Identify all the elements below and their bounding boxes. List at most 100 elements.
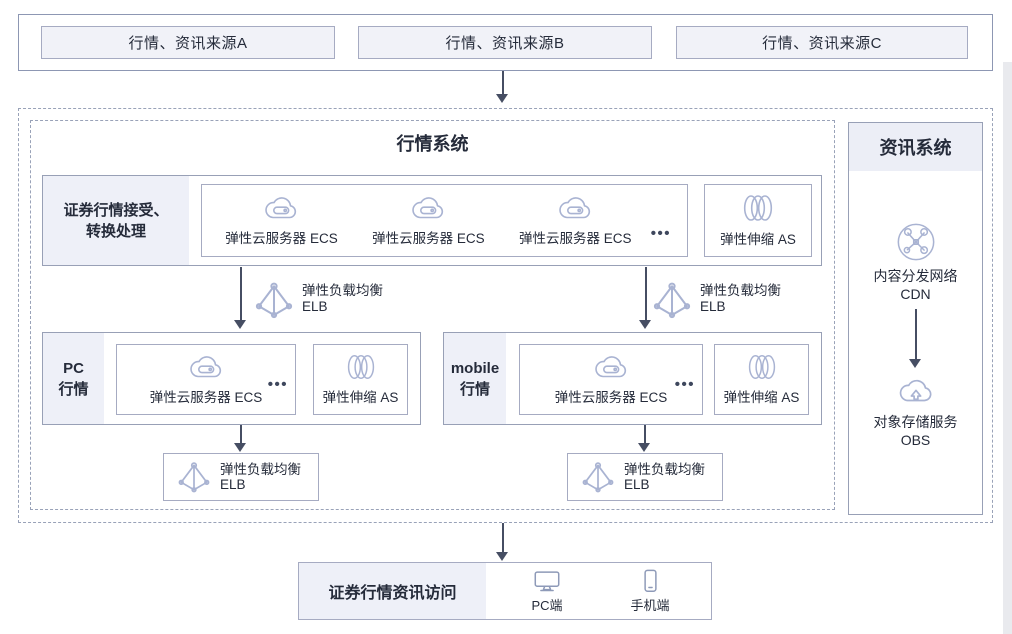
source-label: 行情、资讯来源C	[762, 35, 882, 52]
elb-annotation: 弹性负载均衡 ELB	[700, 283, 781, 314]
ecs-item: 弹性云服务器 ECS	[208, 185, 355, 256]
arrow-down-icon	[240, 425, 242, 444]
pc-section-label: PC 行情	[43, 333, 104, 424]
more-ellipsis: •••	[267, 375, 288, 393]
pc-label-line2: 行情	[58, 380, 89, 398]
wave-loops-icon	[740, 193, 776, 223]
elb-label-line2: ELB	[700, 298, 726, 314]
phone-icon	[642, 568, 659, 594]
obs-label-line2: OBS	[900, 432, 931, 448]
mobile-as-box: 弹性伸缩 AS	[714, 344, 809, 415]
ecs-item: 弹性云服务器 ECS	[502, 185, 649, 256]
wave-loops-icon	[344, 353, 378, 381]
ingest-section: 证券行情接受、 转换处理 弹性云服务器 ECS 弹性云服务器 ECS 弹性云服务…	[42, 175, 822, 266]
market-system-title: 行情系统	[396, 134, 469, 154]
ecs-label: 弹性云服务器 ECS	[519, 231, 632, 246]
elb-label-line2: ELB	[624, 477, 650, 492]
source-label: 行情、资讯来源A	[128, 35, 248, 52]
arrow-down-icon	[496, 552, 508, 561]
pc-section: PC 行情 弹性云服务器 ECS ••• 弹性伸缩 AS	[42, 332, 421, 425]
more-ellipsis: •••	[674, 375, 695, 393]
more-ellipsis: •••	[650, 225, 671, 242]
arrow-down-icon	[496, 94, 508, 103]
source-box-c: 行情、资讯来源C	[676, 26, 968, 59]
elb-label-line2: ELB	[302, 298, 328, 314]
cdn-label-line2: CDN	[900, 286, 931, 302]
pc-as-box: 弹性伸缩 AS	[313, 344, 408, 415]
info-system-header: 资讯系统	[849, 123, 982, 171]
mobile-elb-box: 弹性负载均衡 ELB	[567, 453, 723, 501]
pc-label-line1: PC	[63, 359, 84, 377]
mobile-section-label: mobile 行情	[444, 333, 506, 424]
cloud-server-icon	[409, 194, 447, 222]
obs-label: 对象存储服务 OBS	[849, 413, 982, 449]
ecs-label: 弹性云服务器 ECS	[225, 231, 338, 246]
ecs-label: 弹性云服务器 ECS	[149, 390, 263, 405]
access-pc-client: PC端	[516, 569, 578, 614]
mobile-label-line1: mobile	[450, 359, 500, 377]
info-system-panel: 资讯系统 内容分发网络 CDN 对象存储服务 OBS	[848, 122, 983, 515]
cloud-server-icon	[187, 353, 225, 381]
obs-cloud-upload-icon	[896, 375, 936, 407]
source-label: 行情、资讯来源B	[445, 35, 565, 52]
market-system-frame	[30, 120, 835, 510]
info-system-title: 资讯系统	[879, 138, 952, 158]
cloud-server-icon	[262, 194, 300, 222]
wave-loops-icon	[745, 353, 779, 381]
elb-annotation: 弹性负载均衡 ELB	[220, 462, 301, 493]
mobile-ecs-box: 弹性云服务器 ECS •••	[519, 344, 703, 415]
arrow-down-icon	[915, 309, 917, 360]
cloud-server-icon	[556, 194, 594, 222]
arrow-down-icon	[645, 267, 647, 321]
systems-outer-frame	[18, 108, 993, 523]
arrow-down-icon	[909, 359, 921, 368]
elb-pyramid-icon	[254, 280, 294, 320]
access-mobile-client: 手机端	[619, 568, 681, 614]
pc-client-label: PC端	[531, 598, 563, 613]
elb-label-line1: 弹性负载均衡	[302, 283, 383, 298]
arrow-down-icon	[638, 443, 650, 452]
pc-elb-box: 弹性负载均衡 ELB	[163, 453, 319, 501]
as-label: 弹性伸缩 AS	[322, 390, 399, 405]
elb-pyramid-icon	[652, 280, 692, 320]
arrow-down-icon	[234, 320, 246, 329]
arrow-down-icon	[502, 71, 504, 95]
ingest-ecs-group: 弹性云服务器 ECS 弹性云服务器 ECS 弹性云服务器 ECS •••	[201, 184, 688, 257]
source-box-a: 行情、资讯来源A	[41, 26, 335, 59]
ingest-label-line1: 证券行情接受、	[63, 201, 169, 219]
elb-label-line1: 弹性负载均衡	[624, 461, 705, 477]
arrow-down-icon	[639, 320, 651, 329]
as-label: 弹性伸缩 AS	[723, 390, 800, 405]
mobile-client-label: 手机端	[630, 598, 670, 613]
cdn-label: 内容分发网络 CDN	[849, 267, 982, 303]
ecs-label: 弹性云服务器 ECS	[554, 390, 668, 405]
elb-label-line2: ELB	[220, 477, 246, 492]
source-box-b: 行情、资讯来源B	[358, 26, 652, 59]
pc-ecs-box: 弹性云服务器 ECS •••	[116, 344, 296, 415]
access-label-pane: 证券行情资讯访问	[299, 563, 486, 619]
ecs-item: 弹性云服务器 ECS	[355, 185, 502, 256]
arrow-down-icon	[240, 267, 242, 321]
as-label: 弹性伸缩 AS	[720, 232, 796, 247]
elb-annotation: 弹性负载均衡 ELB	[302, 283, 383, 314]
elb-pyramid-icon	[177, 460, 211, 494]
page-edge-strip	[1003, 62, 1012, 634]
pc-monitor-icon	[532, 569, 562, 594]
elb-annotation: 弹性负载均衡 ELB	[624, 462, 705, 493]
mobile-section: mobile 行情 弹性云服务器 ECS ••• 弹性伸缩 AS	[443, 332, 822, 425]
elb-label-line1: 弹性负载均衡	[700, 283, 781, 298]
arrow-down-icon	[502, 523, 504, 553]
cloud-server-icon	[592, 353, 630, 381]
cdn-network-icon	[895, 221, 937, 263]
ingest-label-line2: 转换处理	[85, 222, 146, 240]
ecs-label: 弹性云服务器 ECS	[372, 231, 485, 246]
mobile-label-line2: 行情	[459, 380, 490, 398]
ingest-as-box: 弹性伸缩 AS	[704, 184, 812, 257]
elb-pyramid-icon	[581, 460, 615, 494]
arrow-down-icon	[644, 425, 646, 444]
obs-label-line1: 对象存储服务	[873, 414, 958, 430]
arrow-down-icon	[234, 443, 246, 452]
cdn-label-line1: 内容分发网络	[873, 268, 958, 284]
access-box: 证券行情资讯访问 PC端 手机端	[298, 562, 712, 620]
